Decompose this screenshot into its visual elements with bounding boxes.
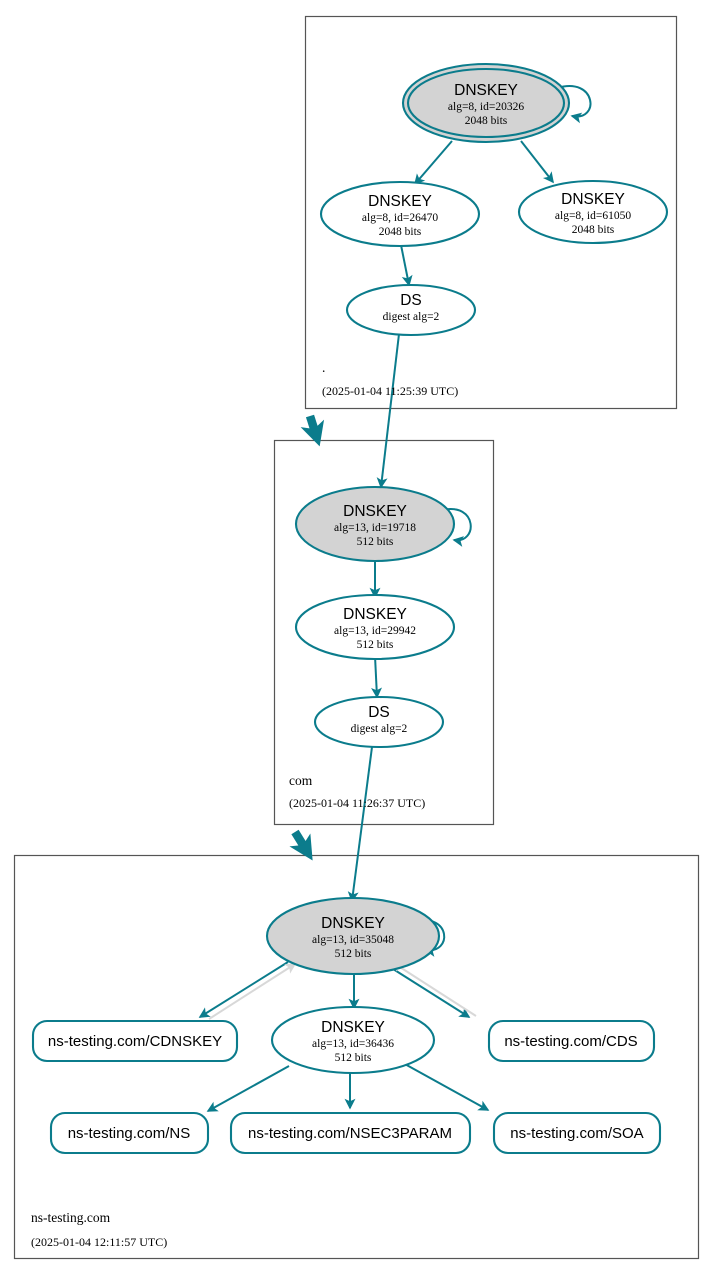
node-title: DNSKEY [368,193,432,210]
edge-root-ds-to-com-ksk [376,333,400,489]
node-size: 2048 bits [572,224,615,236]
edge-ns-testing-zsk-to-ns [206,1065,290,1112]
edge-ns-testing-zsk-to-soa [402,1062,490,1111]
edge-com-zsk-to-ds [371,655,383,699]
node-rrset-cdnskey[interactable]: ns-testing.com/CDNSKEY [31,1019,239,1063]
delegation-arrow-com-to-ns-testing [289,829,313,861]
node-outline-inner [406,67,566,139]
node-outline [294,485,456,563]
node-title: DNSKEY [321,915,385,932]
node-outline [31,1019,239,1063]
node-label: ns-testing.com/NSEC3PARAM [248,1125,452,1142]
node-dnskey-com-29942[interactable]: DNSKEY alg=13, id=29942 512 bits [294,593,456,661]
node-params: alg=13, id=35048 [312,934,394,946]
edge-root-ksk-to-26470 [413,140,453,186]
node-title: DNSKEY [321,1019,385,1036]
node-outline [49,1111,210,1155]
node-dnskey-root-20326[interactable]: DNSKEY alg=8, id=20326 2048 bits [401,62,571,144]
edge-ns-testing-ksk-to-cdnskey [198,961,289,1018]
node-params: alg=13, id=19718 [334,522,416,534]
node-title: DNSKEY [454,82,518,99]
node-params: alg=8, id=61050 [555,210,631,222]
zone-box-root [304,15,678,410]
zone-label-com: com [289,773,313,788]
node-outline [319,180,481,248]
node-ds-com-for-ns-testing[interactable]: DS digest alg=2 [313,695,445,749]
node-dnskey-root-26470[interactable]: DNSKEY alg=8, id=26470 2048 bits [319,180,481,248]
zone-box-com [273,439,495,826]
node-dnskey-ns-testing-35048[interactable]: DNSKEY alg=13, id=35048 512 bits [265,896,441,976]
edge-com-ds-to-ns-testing-ksk [347,746,373,903]
node-params: alg=8, id=26470 [362,212,438,224]
delegation-arrow-root-to-com [300,414,325,447]
zone-timestamp-ns-testing: (2025-01-04 12:11:57 UTC) [31,1235,167,1249]
node-size: 2048 bits [465,115,508,127]
node-ds-root-for-com[interactable]: DS digest alg=2 [345,283,477,337]
node-dnskey-com-19718[interactable]: DNSKEY alg=13, id=19718 512 bits [294,485,456,563]
node-outline [492,1111,662,1155]
node-outline [517,179,669,245]
node-title: DNSKEY [343,606,407,623]
node-outline [313,695,445,749]
node-size: 512 bits [335,1052,372,1064]
node-params: digest alg=2 [383,311,440,323]
node-title: DNSKEY [343,503,407,520]
node-rrset-soa[interactable]: ns-testing.com/SOA [492,1111,662,1155]
node-params: digest alg=2 [351,723,408,735]
node-size: 512 bits [357,639,394,651]
node-title: DS [400,292,422,309]
node-rrset-nsec3param[interactable]: ns-testing.com/NSEC3PARAM [229,1111,472,1155]
edge-self-sign-com-ksk [441,507,472,547]
node-params: alg=13, id=36436 [312,1038,394,1050]
edge-self-sign-root-ksk [556,85,592,124]
node-outline [345,283,477,337]
node-label: ns-testing.com/CDS [504,1033,637,1050]
node-outline [294,593,456,661]
edge-root-ksk-to-61050 [520,140,554,184]
edge-cds-to-ns-testing-ksk [390,961,477,1017]
node-outline [270,1005,436,1075]
edge-root-26470-to-ds [400,244,413,287]
edge-cdnskey-to-ns-testing-ksk [208,963,297,1020]
node-rrset-cds[interactable]: ns-testing.com/CDS [487,1019,656,1063]
node-title: DNSKEY [561,191,625,208]
node-label: ns-testing.com/SOA [510,1125,643,1142]
node-label: ns-testing.com/CDNSKEY [48,1033,222,1050]
zone-box-ns-testing [13,854,700,1260]
node-outline [487,1019,656,1063]
node-outline [229,1111,472,1155]
node-label: ns-testing.com/NS [68,1125,191,1142]
node-outline [265,896,441,976]
node-size: 512 bits [335,948,372,960]
zone-timestamp-com: (2025-01-04 11:26:37 UTC) [289,796,425,810]
node-dnskey-ns-testing-36436[interactable]: DNSKEY alg=13, id=36436 512 bits [270,1005,436,1075]
node-size: 512 bits [357,536,394,548]
node-title: DS [368,704,390,721]
node-size: 2048 bits [379,226,422,238]
node-rrset-ns[interactable]: ns-testing.com/NS [49,1111,210,1155]
zone-label-root: . [322,360,325,375]
node-dnskey-root-61050[interactable]: DNSKEY alg=8, id=61050 2048 bits [517,179,669,245]
node-params: alg=13, id=29942 [334,625,416,637]
zone-label-ns-testing: ns-testing.com [31,1210,111,1225]
node-params: alg=8, id=20326 [448,101,524,113]
zone-timestamp-root: (2025-01-04 11:25:39 UTC) [322,384,458,398]
